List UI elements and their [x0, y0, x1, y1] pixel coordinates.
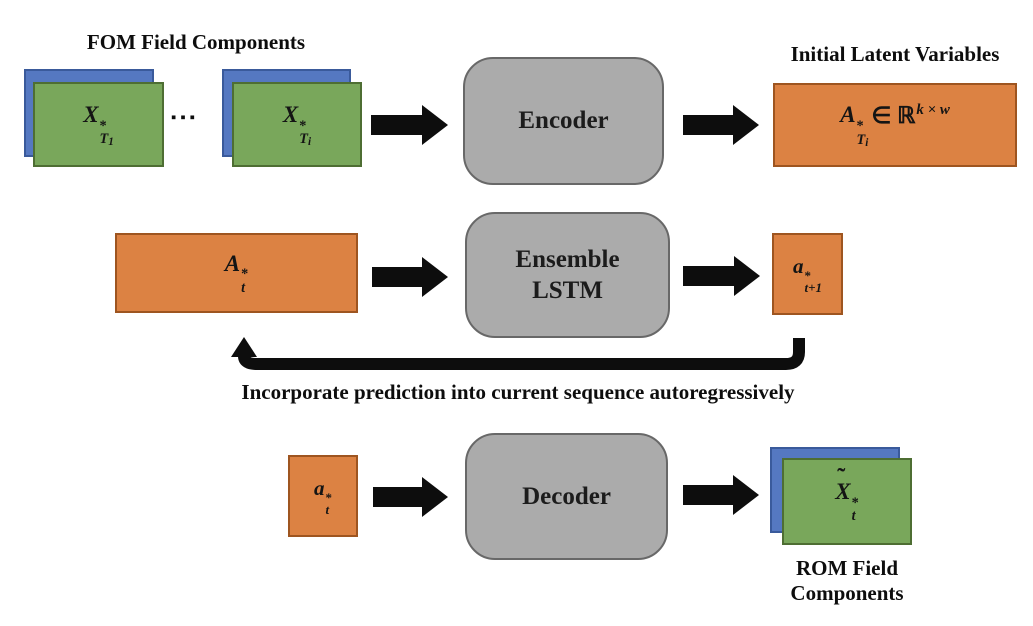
rom-stack: ˜X*t [770, 447, 915, 547]
arrow-encoder-to-latent [683, 105, 759, 145]
label-x-star-ti: X*Ti [282, 102, 312, 149]
fom-stack-1: X*T1 [24, 69, 165, 169]
ensemble-lstm-block: Ensemble LSTM [465, 212, 670, 338]
fom-stack-1-green-card: X*T1 [33, 82, 164, 167]
label-a-star-t-plus-1: a*t+1 [792, 253, 823, 296]
feedback-loop-arrowhead [231, 337, 257, 357]
fom-stack-2: X*Ti [222, 69, 363, 169]
arrow-latent-to-decoder [373, 477, 448, 517]
lstm-label-line2: LSTM [532, 277, 603, 304]
label-a-star-ti-in-rkw: A*Ti∈ ℝk × w [840, 102, 950, 150]
label-a-star-t-small: a*t [313, 475, 332, 518]
label-x-tilde-star-t: ˜X*t [835, 464, 859, 525]
current-latent-block: a*t [288, 455, 358, 537]
arrow-lstm-to-prediction [683, 256, 760, 296]
latent-sequence-block: A*t [115, 233, 358, 313]
encoder-label: Encoder [518, 107, 609, 135]
arrow-fom-to-encoder [371, 105, 448, 145]
prediction-block: a*t+1 [772, 233, 843, 315]
rom-field-components-title: ROM Field Components [766, 556, 928, 606]
fom-field-components-title: FOM Field Components [86, 30, 306, 54]
decoder-label: Decoder [522, 482, 611, 510]
label-a-star-t: A*t [224, 250, 249, 296]
initial-latent-block: A*Ti∈ ℝk × w [773, 83, 1017, 167]
rom-title-line2: Components [790, 581, 904, 606]
arrow-decoder-to-rom [683, 475, 759, 515]
rom-title-line1: ROM Field [795, 556, 899, 580]
fom-stack-2-green-card: X*Ti [232, 82, 362, 167]
decoder-block: Decoder [465, 433, 668, 560]
encoder-block: Encoder [463, 57, 664, 185]
feedback-loop-line [238, 338, 805, 370]
rom-stack-green-card: ˜X*t [782, 458, 912, 545]
arrow-sequence-to-lstm [372, 257, 448, 297]
lstm-label-line1: Ensemble [515, 245, 620, 273]
ellipsis-dots: ▪▪▪ [171, 110, 199, 126]
initial-latent-variables-title: Initial Latent Variables [790, 42, 1000, 66]
label-x-star-t1: X*T1 [83, 102, 114, 149]
feedback-caption: Incorporate prediction into current sequ… [241, 380, 795, 404]
